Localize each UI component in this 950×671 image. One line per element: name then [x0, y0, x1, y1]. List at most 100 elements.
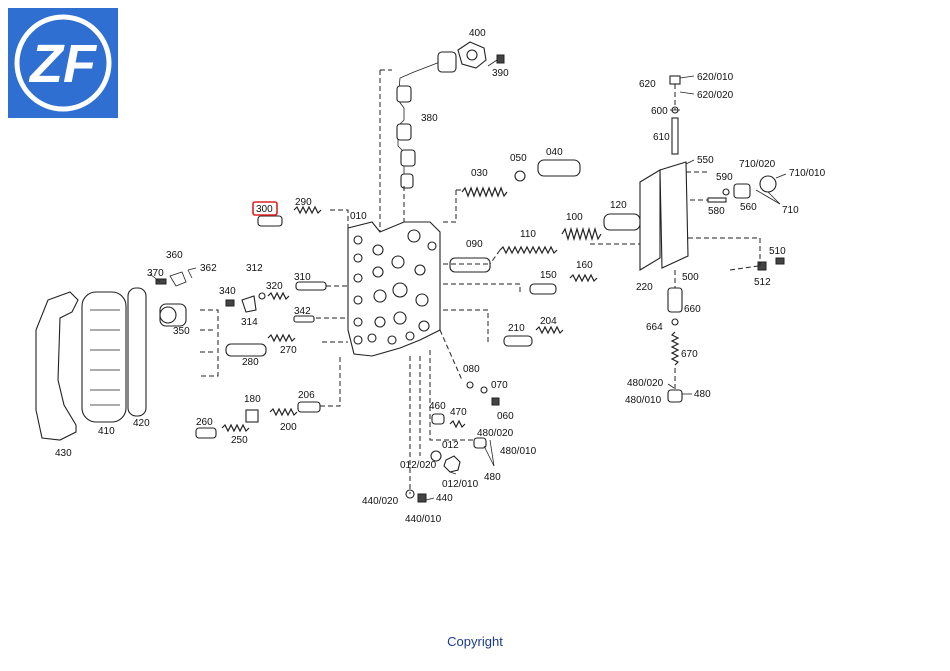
- part-220-plate[interactable]: [639, 169, 661, 271]
- label-390[interactable]: 390: [492, 68, 509, 79]
- part-560-nut[interactable]: [733, 183, 751, 199]
- label-710[interactable]: 710: [782, 205, 799, 216]
- label-480-a[interactable]: 480: [484, 472, 501, 483]
- label-100[interactable]: 100: [566, 212, 583, 223]
- label-160[interactable]: 160: [576, 260, 593, 271]
- label-010[interactable]: 010: [350, 211, 367, 222]
- label-500[interactable]: 500: [682, 272, 699, 283]
- part-206-plug[interactable]: [297, 401, 321, 413]
- label-710-020[interactable]: 710/020: [739, 159, 776, 170]
- label-314[interactable]: 314: [241, 317, 258, 328]
- part-370-screw[interactable]: [155, 278, 167, 285]
- part-480-plug-right[interactable]: [667, 389, 683, 403]
- part-470-spring[interactable]: [449, 419, 466, 429]
- part-480-cap[interactable]: [473, 437, 487, 449]
- part-664-ring[interactable]: [671, 318, 679, 326]
- part-340-screw[interactable]: [225, 299, 235, 307]
- part-160-spring[interactable]: [569, 273, 598, 283]
- label-410[interactable]: 410: [98, 426, 115, 437]
- label-370[interactable]: 370: [147, 268, 164, 279]
- label-660[interactable]: 660: [684, 304, 701, 315]
- label-180[interactable]: 180: [244, 394, 261, 405]
- label-080[interactable]: 080: [463, 364, 480, 375]
- label-030[interactable]: 030: [471, 168, 488, 179]
- part-500-plate[interactable]: [659, 161, 689, 269]
- part-060-screw[interactable]: [491, 397, 500, 406]
- part-580-pin[interactable]: [707, 197, 727, 203]
- label-200[interactable]: 200: [280, 422, 297, 433]
- label-400[interactable]: 400: [469, 28, 486, 39]
- label-460[interactable]: 460: [429, 401, 446, 412]
- label-120[interactable]: 120: [610, 200, 627, 211]
- part-512-screw[interactable]: [757, 261, 767, 271]
- label-300[interactable]: 300: [256, 204, 273, 215]
- label-440-010[interactable]: 440/010: [405, 514, 442, 525]
- part-660-fitting[interactable]: [667, 287, 683, 313]
- label-620-010[interactable]: 620/010: [697, 72, 734, 83]
- part-040-valve[interactable]: [537, 159, 581, 177]
- part-050-ring[interactable]: [514, 170, 526, 182]
- label-580[interactable]: 580: [708, 206, 725, 217]
- part-030-spring[interactable]: [461, 186, 508, 198]
- part-460-plug[interactable]: [431, 413, 445, 425]
- label-012-010[interactable]: 012/010: [442, 479, 479, 490]
- part-420-gasket[interactable]: [127, 287, 147, 417]
- label-670[interactable]: 670: [681, 349, 698, 360]
- label-204[interactable]: 204: [540, 316, 557, 327]
- part-070-ball[interactable]: [480, 386, 488, 394]
- part-200-spring[interactable]: [269, 407, 298, 417]
- part-090-valve[interactable]: [449, 257, 491, 273]
- label-050[interactable]: 050: [510, 153, 527, 164]
- label-340[interactable]: 340: [219, 286, 236, 297]
- label-620-020[interactable]: 620/020: [697, 90, 734, 101]
- part-440-screw[interactable]: [417, 493, 427, 503]
- label-350[interactable]: 350: [173, 326, 190, 337]
- part-360-clip[interactable]: [169, 271, 187, 287]
- label-664[interactable]: 664: [646, 322, 663, 333]
- part-150-valve[interactable]: [529, 283, 557, 295]
- label-480-010-a[interactable]: 480/010: [500, 446, 537, 457]
- part-012-020-oring[interactable]: [430, 450, 442, 462]
- part-430-gasket[interactable]: [35, 291, 79, 441]
- label-090[interactable]: 090: [466, 239, 483, 250]
- label-420[interactable]: 420: [133, 418, 150, 429]
- label-550[interactable]: 550: [697, 155, 714, 166]
- label-470[interactable]: 470: [450, 407, 467, 418]
- part-120-sleeve[interactable]: [603, 213, 641, 231]
- part-110-spring[interactable]: [499, 245, 558, 255]
- label-600[interactable]: 600: [651, 106, 668, 117]
- part-280-spool[interactable]: [225, 343, 267, 357]
- part-180-plate[interactable]: [245, 409, 259, 423]
- part-012-010-nut[interactable]: [443, 455, 461, 473]
- label-590[interactable]: 590: [716, 172, 733, 183]
- label-210[interactable]: 210: [508, 323, 525, 334]
- part-250-spring[interactable]: [221, 423, 250, 433]
- part-080-ball[interactable]: [466, 381, 474, 389]
- label-070[interactable]: 070: [491, 380, 508, 391]
- label-512[interactable]: 512: [754, 277, 771, 288]
- label-250[interactable]: 250: [231, 435, 248, 446]
- label-270[interactable]: 270: [280, 345, 297, 356]
- part-260-plug[interactable]: [195, 427, 217, 439]
- part-610-pin[interactable]: [671, 117, 679, 155]
- label-012[interactable]: 012: [442, 440, 459, 451]
- part-380-wiring-harness[interactable]: [397, 61, 441, 186]
- label-342[interactable]: 342: [294, 306, 311, 317]
- label-710-010[interactable]: 710/010: [789, 168, 826, 179]
- label-310[interactable]: 310: [294, 272, 311, 283]
- part-620-plug[interactable]: [669, 75, 681, 85]
- part-590-ring[interactable]: [722, 188, 730, 196]
- label-260[interactable]: 260: [196, 417, 213, 428]
- part-710-ring[interactable]: [759, 175, 777, 193]
- label-012-020[interactable]: 012/020: [400, 460, 437, 471]
- label-610[interactable]: 610: [653, 132, 670, 143]
- label-220[interactable]: 220: [636, 282, 653, 293]
- part-390-screw[interactable]: [496, 54, 505, 64]
- part-314-bracket[interactable]: [241, 295, 257, 313]
- part-362-spring-clip[interactable]: [187, 269, 193, 279]
- part-270-spring[interactable]: [267, 333, 296, 343]
- label-280[interactable]: 280: [242, 357, 259, 368]
- label-430[interactable]: 430: [55, 448, 72, 459]
- label-620[interactable]: 620: [639, 79, 656, 90]
- label-040[interactable]: 040: [546, 147, 563, 158]
